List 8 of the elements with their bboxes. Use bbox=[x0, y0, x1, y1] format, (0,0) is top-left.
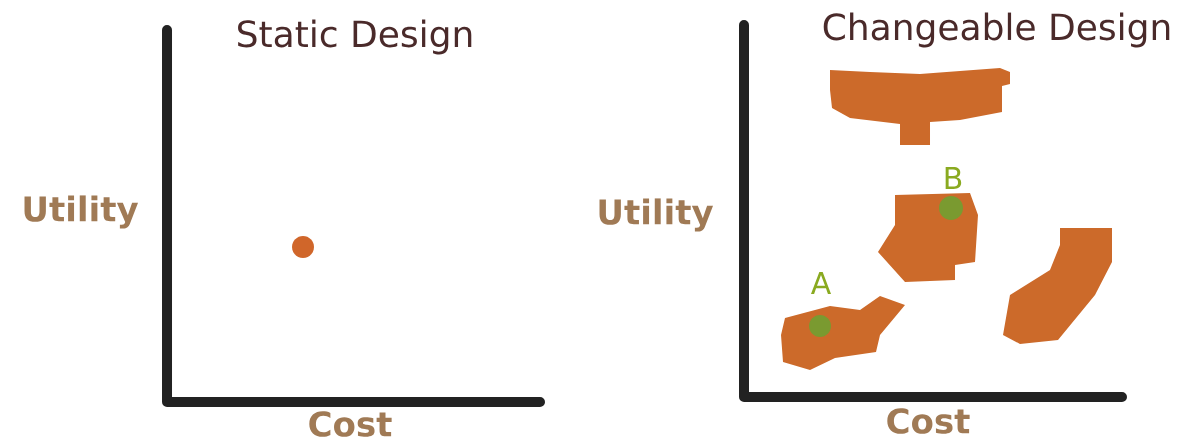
point-label: B bbox=[945, 167, 962, 189]
axis-label: Utility bbox=[599, 198, 714, 232]
point-label: A bbox=[811, 272, 831, 294]
axis-label: Cost bbox=[887, 408, 970, 434]
chart-title: Static Design bbox=[238, 19, 472, 55]
axis-label: Utility bbox=[24, 195, 139, 229]
axis-label: Cost bbox=[309, 411, 392, 437]
chart-title: Changeable Design bbox=[823, 12, 1170, 48]
